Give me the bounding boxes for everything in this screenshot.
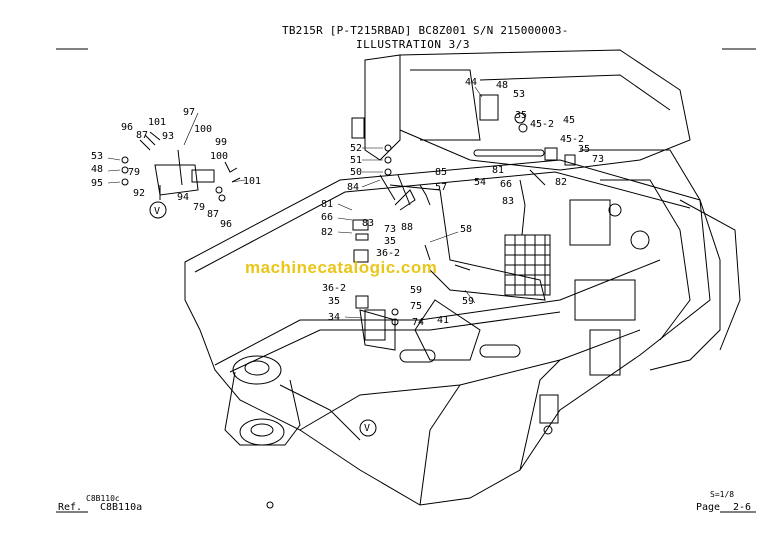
callout: 82 (555, 177, 567, 188)
callout: 53 (513, 89, 525, 100)
callout: 35 (384, 236, 396, 247)
left-bracket-hardware (121, 131, 241, 219)
ref-label: Ref. (58, 502, 83, 513)
callout: V (364, 423, 370, 434)
callout: 44 (465, 77, 477, 88)
page-number: 2-6 (733, 502, 752, 513)
callout: 59 (462, 296, 474, 307)
callout: 95 (91, 178, 103, 189)
frame-linework (184, 49, 741, 509)
callout: 100 (194, 124, 212, 135)
callout: 53 (91, 151, 103, 162)
callout: 36-2 (322, 283, 346, 294)
callout: 45-2 (530, 119, 554, 130)
callout: 82 (321, 227, 333, 238)
callout: 73 (592, 154, 604, 165)
callout: 41 (437, 315, 449, 326)
page-scale-note: S=1/8 (710, 490, 735, 499)
leader-lines (107, 86, 483, 319)
callout: V (154, 206, 160, 217)
callout: 85 (435, 167, 447, 178)
callout: 45-2 (560, 134, 584, 145)
callout: 50 (350, 167, 362, 178)
ref-code: C8B110a (100, 502, 143, 513)
callout: 81 (492, 165, 504, 176)
callout: 58 (460, 224, 472, 235)
callout: 74 (412, 317, 424, 328)
callout: 94 (177, 192, 189, 203)
callout: 93 (162, 131, 174, 142)
callout: 79 (193, 202, 205, 213)
callout: 92 (133, 188, 145, 199)
part-callouts: 97 96 87 101 93 100 99 53 48 79 95 92 94… (91, 77, 604, 434)
page-label: Page (696, 502, 721, 513)
callout: 48 (496, 80, 508, 91)
illustration-title: ILLUSTRATION 3/3 (356, 38, 470, 51)
callout: 45 (563, 115, 575, 126)
callout: 66 (321, 212, 333, 223)
callout: 87 (207, 209, 219, 220)
callout: 34 (328, 312, 340, 323)
callout: 100 (210, 151, 228, 162)
callout: 99 (215, 137, 227, 148)
callout: 51 (350, 155, 362, 166)
ref-code-top: C8B110c (86, 494, 120, 503)
callout: 57 (435, 182, 447, 193)
callout: 52 (350, 143, 362, 154)
callout: 73 (384, 224, 396, 235)
callout: 36-2 (376, 248, 400, 259)
center-hardware-stack (352, 94, 576, 437)
callout: 101 (243, 176, 261, 187)
callout: 83 (502, 196, 514, 207)
callout: 81 (321, 199, 333, 210)
callout: 87 (136, 130, 148, 141)
callout: 54 (474, 177, 486, 188)
watermark-text: machinecatalogic.com (245, 258, 438, 277)
callout: 35 (515, 110, 527, 121)
callout: 35 (578, 144, 590, 155)
callout: 97 (183, 107, 195, 118)
callout: 83 (362, 218, 374, 229)
callout: 96 (121, 122, 133, 133)
callout: 35 (328, 296, 340, 307)
callout: 66 (500, 179, 512, 190)
callout: 75 (410, 301, 422, 312)
callout: 84 (347, 182, 359, 193)
model-serial-title: TB215R [P-T215RBAD] BC8Z001 S/N 21500000… (282, 24, 569, 37)
callout: 88 (401, 222, 413, 233)
callout: 96 (220, 219, 232, 230)
callout: 79 (128, 167, 140, 178)
callout: 59 (410, 285, 422, 296)
callout: 48 (91, 164, 103, 175)
callout: 101 (148, 117, 166, 128)
